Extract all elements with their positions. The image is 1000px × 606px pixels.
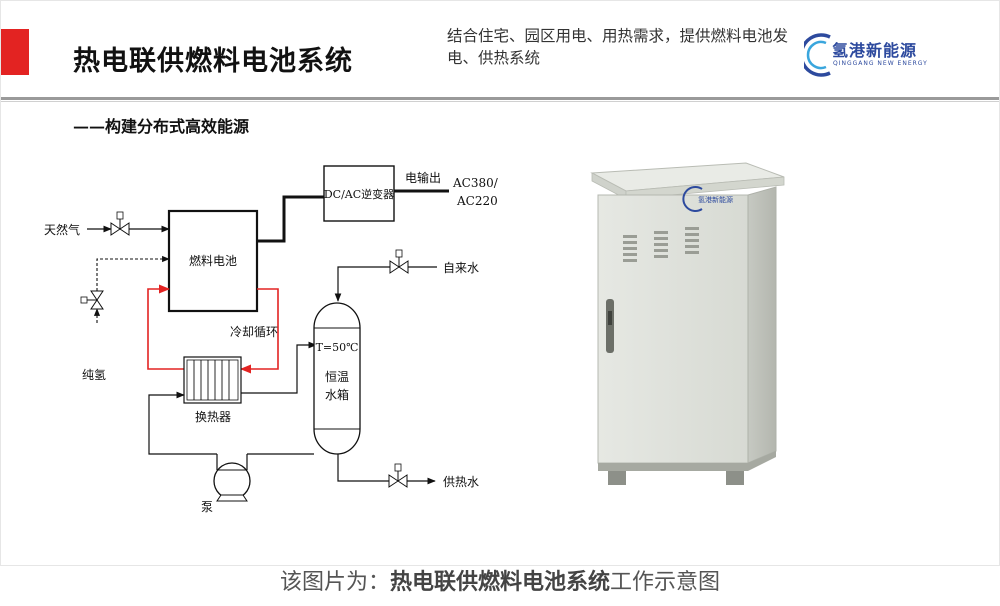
- hot-water-label: 供热水: [443, 475, 479, 489]
- logo-subname: QINGGANG NEW ENERGY: [833, 60, 928, 67]
- fuel-cell-box: [167, 209, 259, 313]
- header-divider-thin: [1, 101, 999, 102]
- pump-icon: [213, 454, 251, 502]
- cooling-loop-return: [239, 288, 279, 374]
- inverter-label: DC/AC逆变器: [324, 187, 394, 201]
- title-accent-bar: [1, 29, 29, 75]
- cabinet-lock: [608, 311, 612, 325]
- cabinet-badge-text: 氢港新能源: [698, 195, 733, 204]
- header-description: 结合住宅、园区用电、用热需求，提供燃料电池发电、供热系统: [447, 27, 789, 67]
- tank-temp-label: T=50℃: [316, 341, 359, 354]
- slide: 热电联供燃料电池系统 结合住宅、园区用电、用热需求，提供燃料电池发电、供热系统 …: [0, 0, 1000, 566]
- caption-prefix: 该图片为：: [279, 570, 390, 595]
- heat-exchanger-icon: [183, 356, 242, 404]
- header-divider: [1, 97, 999, 100]
- vent-grilles: [623, 227, 699, 262]
- section-subtitle: ——构建分布式高效能源: [73, 117, 250, 136]
- tap-water-valve-icon: [389, 249, 409, 274]
- pump-label: 泵: [201, 500, 213, 514]
- tank-label-1: 恒温: [325, 370, 349, 384]
- voltage-label-1: AC380/: [452, 176, 499, 190]
- company-logo: 氢港新能源 QINGGANG NEW ENERGY: [799, 31, 927, 81]
- hydrogen-valve-icon: [80, 290, 104, 310]
- cooling-loop-label: 冷却循环: [230, 325, 278, 339]
- cabinet-handle: [606, 299, 614, 353]
- logo-ring-icon: [799, 33, 831, 77]
- pump-to-hx-line: [148, 391, 217, 455]
- page-title: 热电联供燃料电池系统: [73, 46, 353, 77]
- fuel-cell-cabinet-image: 氢港新能源: [590, 162, 785, 485]
- inverter-box: [323, 165, 395, 222]
- tank-label-2: 水箱: [325, 387, 349, 402]
- cabinet-foot-left: [608, 471, 626, 485]
- heat-exchanger-label: 换热器: [195, 410, 231, 424]
- hot-water-valve-icon: [388, 463, 408, 488]
- power-output-label: 电输出: [405, 170, 441, 185]
- logo-name: 氢港新能源: [832, 41, 918, 60]
- caption-bold: 热电联供燃料电池系统: [389, 570, 610, 595]
- hydrogen-label: 纯氢: [82, 367, 106, 382]
- chp-flow-diagram: 燃料电池 DC/AC逆变器 电输出 AC380/ AC220 天然气 纯氢: [44, 165, 499, 514]
- image-caption: 该图片为：热电联供燃料电池系统工作示意图: [0, 566, 1000, 606]
- tap-water-to-tank-line: [334, 266, 390, 302]
- cabinet-foot-right: [726, 471, 744, 485]
- fuel-cell-label: 燃料电池: [189, 253, 237, 268]
- caption-suffix: 工作示意图: [610, 570, 721, 595]
- cooling-loop-supply: [147, 284, 184, 370]
- cabinet-badge: 氢港新能源: [682, 186, 733, 212]
- tank-to-hotwater-line: [337, 454, 389, 482]
- hx-to-tank-line: [241, 341, 317, 394]
- dc-power-line: [257, 195, 324, 243]
- voltage-label-2: AC220: [456, 194, 498, 208]
- tap-water-label: 自来水: [443, 261, 479, 275]
- gas-valve-icon: [110, 211, 130, 236]
- natural-gas-label: 天然气: [44, 222, 80, 237]
- hydrogen-to-fuelcell-line: [96, 255, 170, 291]
